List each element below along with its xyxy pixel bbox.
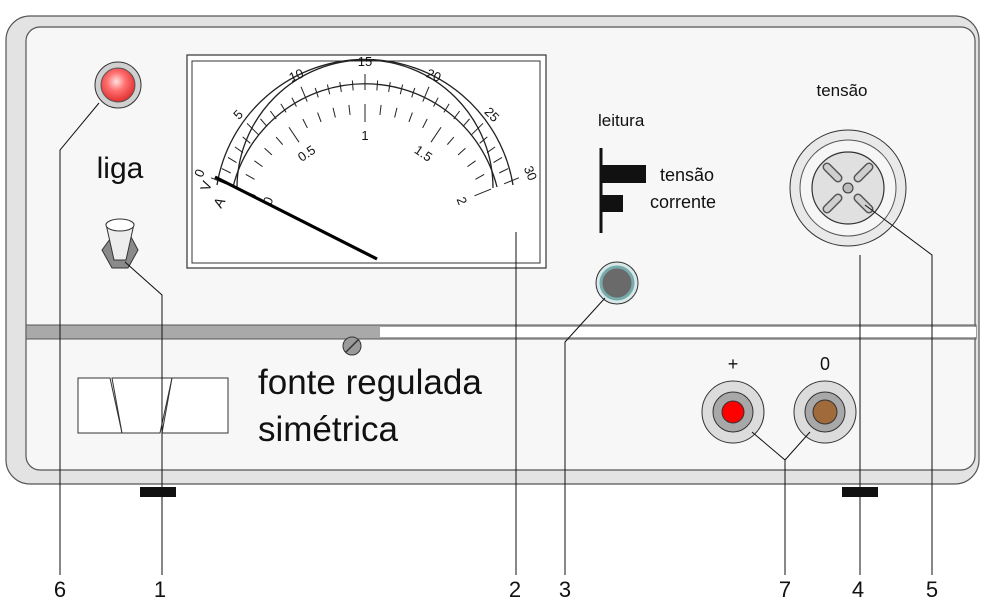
- terminal-zero[interactable]: [812, 399, 838, 425]
- amp-tick: [275, 136, 284, 145]
- volt-tick: [326, 84, 331, 95]
- volt-tick: [376, 80, 379, 91]
- volt-scale-label: 30: [521, 164, 540, 183]
- amp-tick: [422, 118, 428, 129]
- terminal-zero-label: 0: [820, 354, 830, 374]
- volt-tick: [227, 157, 237, 164]
- volt-tick: [493, 157, 503, 164]
- amp-scale-label: 1: [361, 128, 368, 143]
- volt-scale-label: 20: [424, 66, 443, 85]
- terminal-plus-label: +: [728, 354, 739, 374]
- volt-tick: [314, 87, 319, 98]
- volt-tick: [462, 118, 470, 127]
- volt-tick: [242, 136, 251, 144]
- callout-5: 5: [926, 577, 938, 599]
- callout-7: 7: [779, 577, 791, 599]
- meter-needle: [214, 175, 378, 261]
- amp-tick: [379, 104, 382, 115]
- volt-tick: [388, 81, 391, 92]
- volt-tick: [280, 103, 287, 113]
- amp-tick: [457, 147, 466, 156]
- reading-label: leitura: [598, 111, 645, 130]
- power-label: liga: [97, 152, 144, 185]
- amp-tick: [348, 104, 351, 115]
- amp-tick: [254, 160, 263, 168]
- callout-6: 6: [54, 577, 66, 599]
- meter-face: [191, 60, 541, 264]
- callout-lines: [59, 102, 933, 575]
- amp-tick: [475, 174, 485, 180]
- title-line-1: fonte regulada: [258, 363, 482, 402]
- amp-tick: [302, 118, 308, 129]
- amp-tick: [394, 107, 398, 118]
- reading-current-indicator: [601, 195, 623, 212]
- volt-tick: [479, 136, 488, 144]
- amp-tick: [288, 126, 300, 143]
- amp-tick: [317, 112, 322, 123]
- amp-tick: [467, 160, 476, 168]
- callout-3: 3: [559, 577, 571, 599]
- volt-tick: [221, 168, 232, 174]
- volt-tick: [433, 97, 439, 107]
- amp-tick: [474, 188, 492, 197]
- amp-tick: [245, 174, 255, 180]
- callout-numbers: 6 1 2 3 7 4 5: [54, 577, 938, 599]
- volt-scale-label: 10: [287, 66, 306, 85]
- terminal-plus[interactable]: [721, 400, 745, 424]
- volt-tick: [291, 97, 297, 107]
- volt-tick: [399, 84, 404, 95]
- volt-tick: [503, 177, 520, 185]
- volt-tick: [471, 122, 484, 135]
- amp-tick: [446, 136, 455, 145]
- amp-tick: [332, 107, 336, 118]
- reading-voltage-indicator: [601, 165, 646, 183]
- callout-4: 4: [852, 577, 864, 599]
- reading-voltage-label: tensão: [660, 165, 714, 185]
- volt-tick: [498, 168, 509, 174]
- power-led-icon: [100, 67, 136, 103]
- title-line-2: simétrica: [258, 410, 399, 449]
- foot-left: [140, 487, 176, 497]
- divider-bar-highlight: [380, 327, 976, 337]
- volt-tick: [351, 80, 354, 91]
- volt-tick: [453, 110, 461, 120]
- callout-1: 1: [154, 577, 166, 599]
- callout-2: 2: [509, 577, 521, 599]
- voltage-knob-label: tensão: [816, 81, 867, 100]
- volt-scale-label: 15: [358, 54, 372, 69]
- volt-tick: [339, 81, 342, 92]
- volt-tick: [300, 86, 308, 102]
- amp-tick: [430, 126, 442, 143]
- volt-tick: [486, 146, 496, 154]
- volt-tick: [269, 110, 277, 120]
- volt-tick: [422, 86, 430, 102]
- volt-tick: [246, 122, 259, 135]
- panel-slots: [77, 377, 229, 434]
- reading-current-label: corrente: [650, 192, 716, 212]
- volt-tick: [443, 103, 450, 113]
- volt-tick: [260, 118, 268, 127]
- amp-tick: [408, 112, 413, 123]
- volt-tick: [234, 146, 244, 154]
- selector-button[interactable]: [599, 265, 635, 301]
- meter-ticks: [210, 74, 520, 197]
- volt-tick: [411, 87, 416, 98]
- amp-tick: [264, 147, 273, 156]
